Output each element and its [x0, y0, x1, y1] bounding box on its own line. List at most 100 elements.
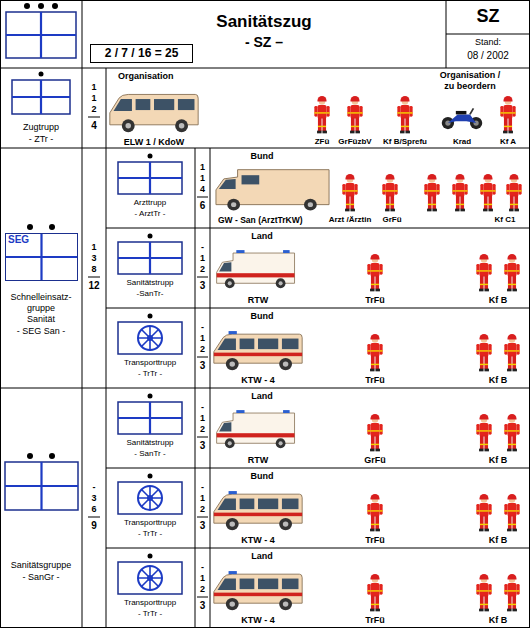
vehicle-label: RTW — [248, 455, 269, 466]
unit-abbreviation: -SanTr- — [137, 289, 164, 299]
unit-name: Sanitätsgruppe — [11, 560, 72, 571]
unit-name: Arzttrupp — [134, 198, 166, 208]
unit-name: gruppe — [27, 303, 55, 314]
organisation-label: Land — [251, 231, 273, 242]
strength-number: 2 — [91, 104, 96, 115]
date: 08 / 2002 — [467, 50, 509, 62]
organisation-label: Bund — [251, 151, 274, 162]
role-label: Kf B — [489, 375, 508, 386]
organisation-label: Land — [251, 391, 273, 402]
strength-number: 1 — [91, 242, 96, 253]
vehicle-label: GW - San (ArztTrKW) — [218, 215, 303, 226]
role-label: Kf C1 — [495, 215, 516, 225]
strength-number: 8 — [91, 264, 96, 275]
unit-name: Sanitätstrupp — [126, 438, 173, 448]
strength-number: - — [201, 562, 204, 573]
unit-code: SZ — [476, 6, 499, 26]
vehicle-label: ELW 1 / KdoW — [124, 137, 185, 148]
role-label: Krad — [453, 137, 471, 147]
strength-number: 12 — [88, 280, 99, 292]
vehicles — [110, 94, 482, 610]
unit-name: Schnelleinsatz- — [10, 292, 71, 303]
strength-number: 1 — [91, 93, 96, 104]
subtitle: - SZ – — [245, 34, 283, 50]
vehicle-label: KTW - 4 — [241, 535, 275, 546]
node-text: 2 / 7 / 16 = 25 — [91, 45, 192, 62]
strength-number: 1 — [200, 493, 205, 504]
role-label: TrFü — [365, 295, 385, 306]
role-label: GrFü — [382, 215, 401, 225]
strength-number: 9 — [91, 520, 97, 532]
unit-abbreviation: - SanGr - — [22, 572, 59, 583]
strength-number: 1 — [200, 573, 205, 584]
strength-number: 2 — [200, 264, 205, 275]
organisation-label: Bund — [251, 311, 274, 322]
diagram-title: Sanitätszug — [216, 12, 311, 32]
strength-number: 2 — [200, 504, 205, 515]
date-label: Stand: — [475, 37, 501, 48]
strength-number: 3 — [200, 520, 206, 532]
unit-name: Transporttrupp — [124, 518, 176, 528]
role-label: TrFü — [365, 535, 385, 546]
role-label: GrFü — [364, 455, 386, 466]
role-label: Kf B/Sprefu — [383, 137, 427, 147]
role-label: Kf B — [489, 615, 508, 626]
role-label: Kf B — [489, 295, 508, 306]
strength-number: - — [201, 402, 204, 413]
strength-number: - — [201, 242, 204, 253]
unit-name: Sanitätstrupp — [126, 278, 173, 288]
strength-number: 1 — [200, 173, 205, 184]
vehicle-label: KTW - 4 — [241, 375, 275, 386]
unit-abbreviation: - SanTr - — [134, 449, 165, 459]
strength-number: 3 — [200, 360, 206, 372]
role-label: GrFüzbV — [338, 137, 371, 147]
role-label: Arzt /Ärztin — [329, 215, 372, 225]
role-label: TrFü — [365, 375, 385, 386]
unit-abbreviation: - ZTr - — [29, 134, 54, 145]
unit-abbreviation: - TrTr - — [138, 609, 162, 619]
strength-number: 6 — [91, 504, 96, 515]
strength-number: 4 — [200, 184, 205, 195]
strength-number: 2 — [200, 584, 205, 595]
strength-number: 1 — [200, 162, 205, 173]
strength-number: 1 — [200, 413, 205, 424]
tactical-signs — [5, 3, 182, 594]
role-label: Kf B — [489, 535, 508, 546]
strength-number: 3 — [200, 440, 206, 452]
organisation-label: Land — [251, 551, 273, 562]
unit-name: Transporttrupp — [124, 598, 176, 608]
organisation-label: Organisation / zu beordern — [434, 70, 506, 92]
role-label: Kf B — [489, 455, 508, 466]
organisation-label: Bund — [251, 471, 274, 482]
role-label: ZFü — [315, 137, 330, 147]
strength-number: 2 — [200, 344, 205, 355]
strength-box: 2 / 7 / 16 = 25 — [90, 44, 193, 63]
strength-number: 4 — [91, 120, 97, 132]
strength-number: 3 — [91, 253, 96, 264]
strength-number: 1 — [200, 253, 205, 264]
role-label: TrFü — [365, 615, 385, 626]
vehicle-label: KTW - 4 — [241, 615, 275, 626]
unit-name: Transporttrupp — [124, 358, 176, 368]
unit-name: Sanität — [27, 314, 55, 325]
node-text: SEG — [6, 234, 77, 246]
role-label: Kf A — [500, 137, 516, 147]
strength-number: - — [93, 482, 96, 493]
strength-number: 1 — [91, 82, 96, 93]
tactical-sign: SEG — [5, 233, 78, 281]
strength-number: 6 — [200, 200, 206, 212]
unit-abbreviation: - SEG San - — [17, 326, 66, 337]
strength-number: - — [201, 482, 204, 493]
strength-number: 2 — [200, 424, 205, 435]
vehicle-label: RTW — [248, 295, 269, 306]
unit-abbreviation: - TrTr - — [138, 529, 162, 539]
strength-number: 3 — [200, 600, 206, 612]
unit-abbreviation: - ArztTr - — [135, 209, 166, 219]
organisation-label: Organisation — [118, 71, 174, 82]
strength-number: - — [201, 322, 204, 333]
unit-name: Zugtrupp — [23, 122, 59, 133]
persons — [314, 96, 521, 611]
unit-abbreviation: - TrTr - — [138, 369, 162, 379]
